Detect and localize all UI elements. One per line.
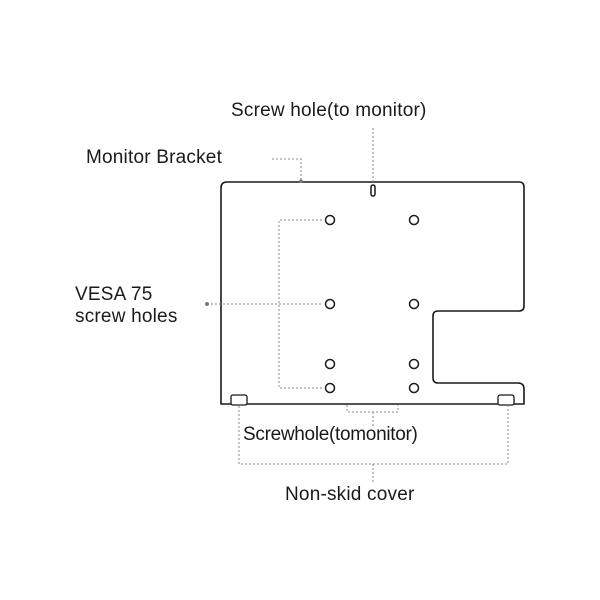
non-skid-pad-left xyxy=(230,394,248,406)
vesa-hole xyxy=(408,214,420,226)
vesa-hole xyxy=(324,214,336,226)
label-screw-hole-bottom: Screwhole(tomonitor) xyxy=(243,424,418,445)
vesa-hole xyxy=(408,298,420,310)
leader-screw-hole-bottom xyxy=(346,405,399,413)
vesa-hole xyxy=(324,298,336,310)
label-vesa-line2: screw holes xyxy=(75,305,178,327)
non-skid-pad-right xyxy=(497,394,515,406)
vesa-hole xyxy=(408,382,420,394)
label-non-skid-cover: Non-skid cover xyxy=(285,484,415,505)
leader-dot xyxy=(205,302,209,306)
label-monitor-bracket: Monitor Bracket xyxy=(86,147,223,168)
bracket-plate xyxy=(220,181,525,405)
leader-monitor-bracket xyxy=(272,158,302,180)
top-screw-slot xyxy=(370,184,376,197)
label-vesa-line1: VESA 75 xyxy=(75,284,153,305)
vesa-hole xyxy=(408,358,420,370)
leader-dot xyxy=(299,179,303,183)
vesa-hole xyxy=(324,358,336,370)
label-screw-hole-top: Screw hole(to monitor) xyxy=(231,100,427,121)
label-vesa-screw-holes: VESA 75 screw holes xyxy=(75,284,178,328)
leader-vesa-bracket xyxy=(278,219,322,389)
vesa-hole xyxy=(324,382,336,394)
